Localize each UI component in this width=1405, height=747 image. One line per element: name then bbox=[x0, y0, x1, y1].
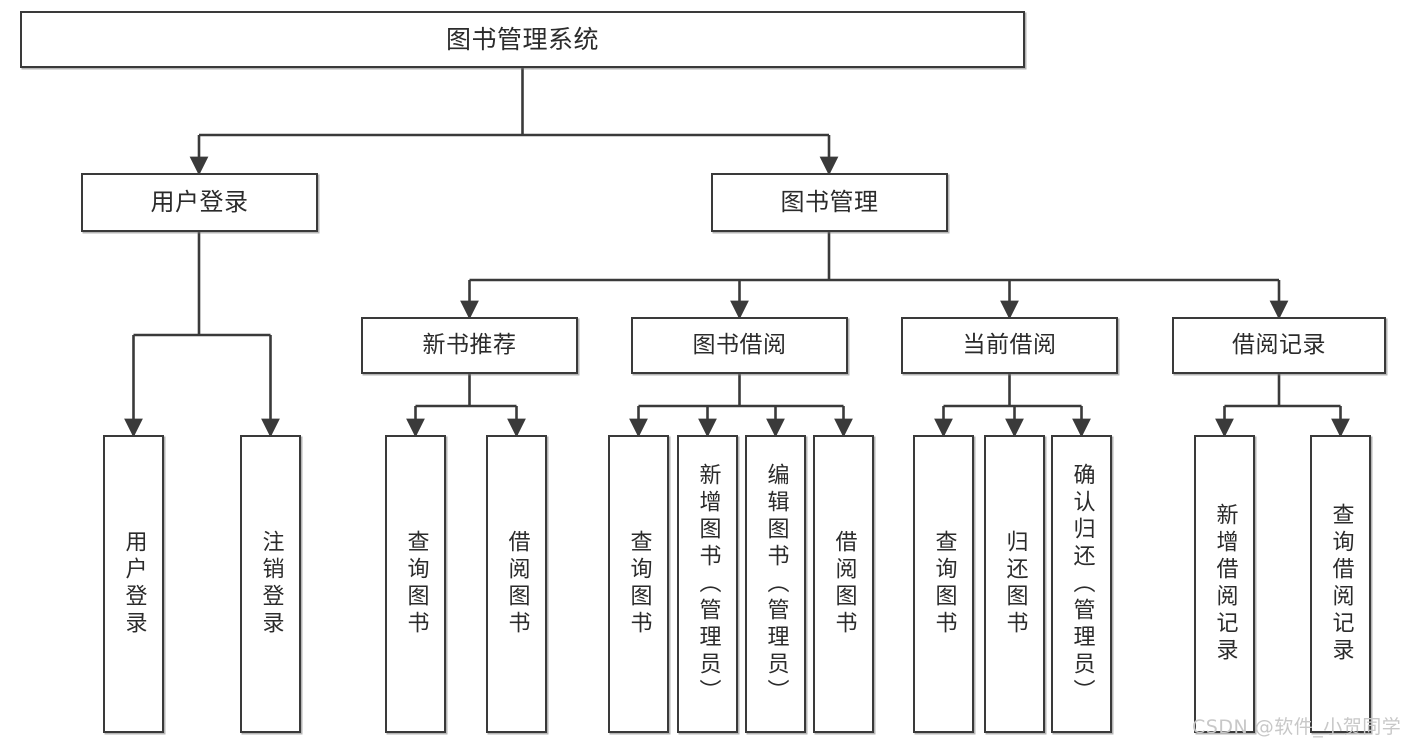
node-leaf-query-borrow-record[interactable]: 查询借阅记录 bbox=[1310, 435, 1371, 733]
node-leaf-query-book-1-label: 查询图书 bbox=[403, 530, 429, 638]
node-leaf-add-book-admin[interactable]: 新增图书（管理员） bbox=[677, 435, 738, 733]
node-leaf-add-borrow-record-label: 新增借阅记录 bbox=[1212, 503, 1238, 665]
node-root-label: 图书管理系统 bbox=[445, 24, 599, 54]
node-user-login-label: 用户登录 bbox=[150, 188, 249, 217]
node-book-manage[interactable]: 图书管理 bbox=[711, 173, 948, 232]
node-leaf-query-book-2-label: 查询图书 bbox=[626, 530, 652, 638]
node-leaf-return-book[interactable]: 归还图书 bbox=[984, 435, 1045, 733]
node-book-manage-label: 图书管理 bbox=[780, 188, 879, 217]
node-new-book-rec[interactable]: 新书推荐 bbox=[361, 317, 578, 374]
node-leaf-edit-book-admin[interactable]: 编辑图书（管理员） bbox=[745, 435, 806, 733]
node-leaf-borrow-book-1[interactable]: 借阅图书 bbox=[486, 435, 547, 733]
node-book-borrow-label: 图书借阅 bbox=[692, 331, 787, 358]
node-leaf-user-logout-label: 注销登录 bbox=[258, 530, 284, 638]
node-borrow-record-label: 借阅记录 bbox=[1232, 331, 1326, 358]
node-current-borrow[interactable]: 当前借阅 bbox=[901, 317, 1118, 374]
node-leaf-return-book-label: 归还图书 bbox=[1002, 530, 1028, 638]
node-user-login[interactable]: 用户登录 bbox=[81, 173, 318, 232]
node-leaf-add-borrow-record[interactable]: 新增借阅记录 bbox=[1194, 435, 1255, 733]
node-leaf-user-login-label: 用户登录 bbox=[121, 530, 147, 638]
node-leaf-confirm-return-admin-label: 确认归还（管理员） bbox=[1069, 462, 1095, 706]
node-leaf-query-borrow-record-label: 查询借阅记录 bbox=[1328, 503, 1354, 665]
watermark-csdn: CSDN @软件_小贺同学 bbox=[1192, 716, 1402, 738]
node-leaf-user-login[interactable]: 用户登录 bbox=[103, 435, 164, 733]
node-leaf-query-book-1[interactable]: 查询图书 bbox=[385, 435, 446, 733]
node-leaf-query-book-3[interactable]: 查询图书 bbox=[913, 435, 974, 733]
node-book-borrow[interactable]: 图书借阅 bbox=[631, 317, 848, 374]
node-leaf-add-book-admin-label: 新增图书（管理员） bbox=[695, 462, 721, 706]
node-leaf-user-logout[interactable]: 注销登录 bbox=[240, 435, 301, 733]
node-leaf-edit-book-admin-label: 编辑图书（管理员） bbox=[763, 462, 789, 706]
node-current-borrow-label: 当前借阅 bbox=[962, 331, 1057, 358]
node-leaf-query-book-3-label: 查询图书 bbox=[931, 530, 957, 638]
node-new-book-rec-label: 新书推荐 bbox=[422, 331, 517, 358]
node-leaf-borrow-book-1-label: 借阅图书 bbox=[504, 530, 530, 638]
node-root[interactable]: 图书管理系统 bbox=[20, 11, 1025, 68]
node-leaf-borrow-book-2-label: 借阅图书 bbox=[831, 530, 857, 638]
node-leaf-borrow-book-2[interactable]: 借阅图书 bbox=[813, 435, 874, 733]
node-leaf-query-book-2[interactable]: 查询图书 bbox=[608, 435, 669, 733]
node-leaf-confirm-return-admin[interactable]: 确认归还（管理员） bbox=[1051, 435, 1112, 733]
node-borrow-record[interactable]: 借阅记录 bbox=[1172, 317, 1386, 374]
